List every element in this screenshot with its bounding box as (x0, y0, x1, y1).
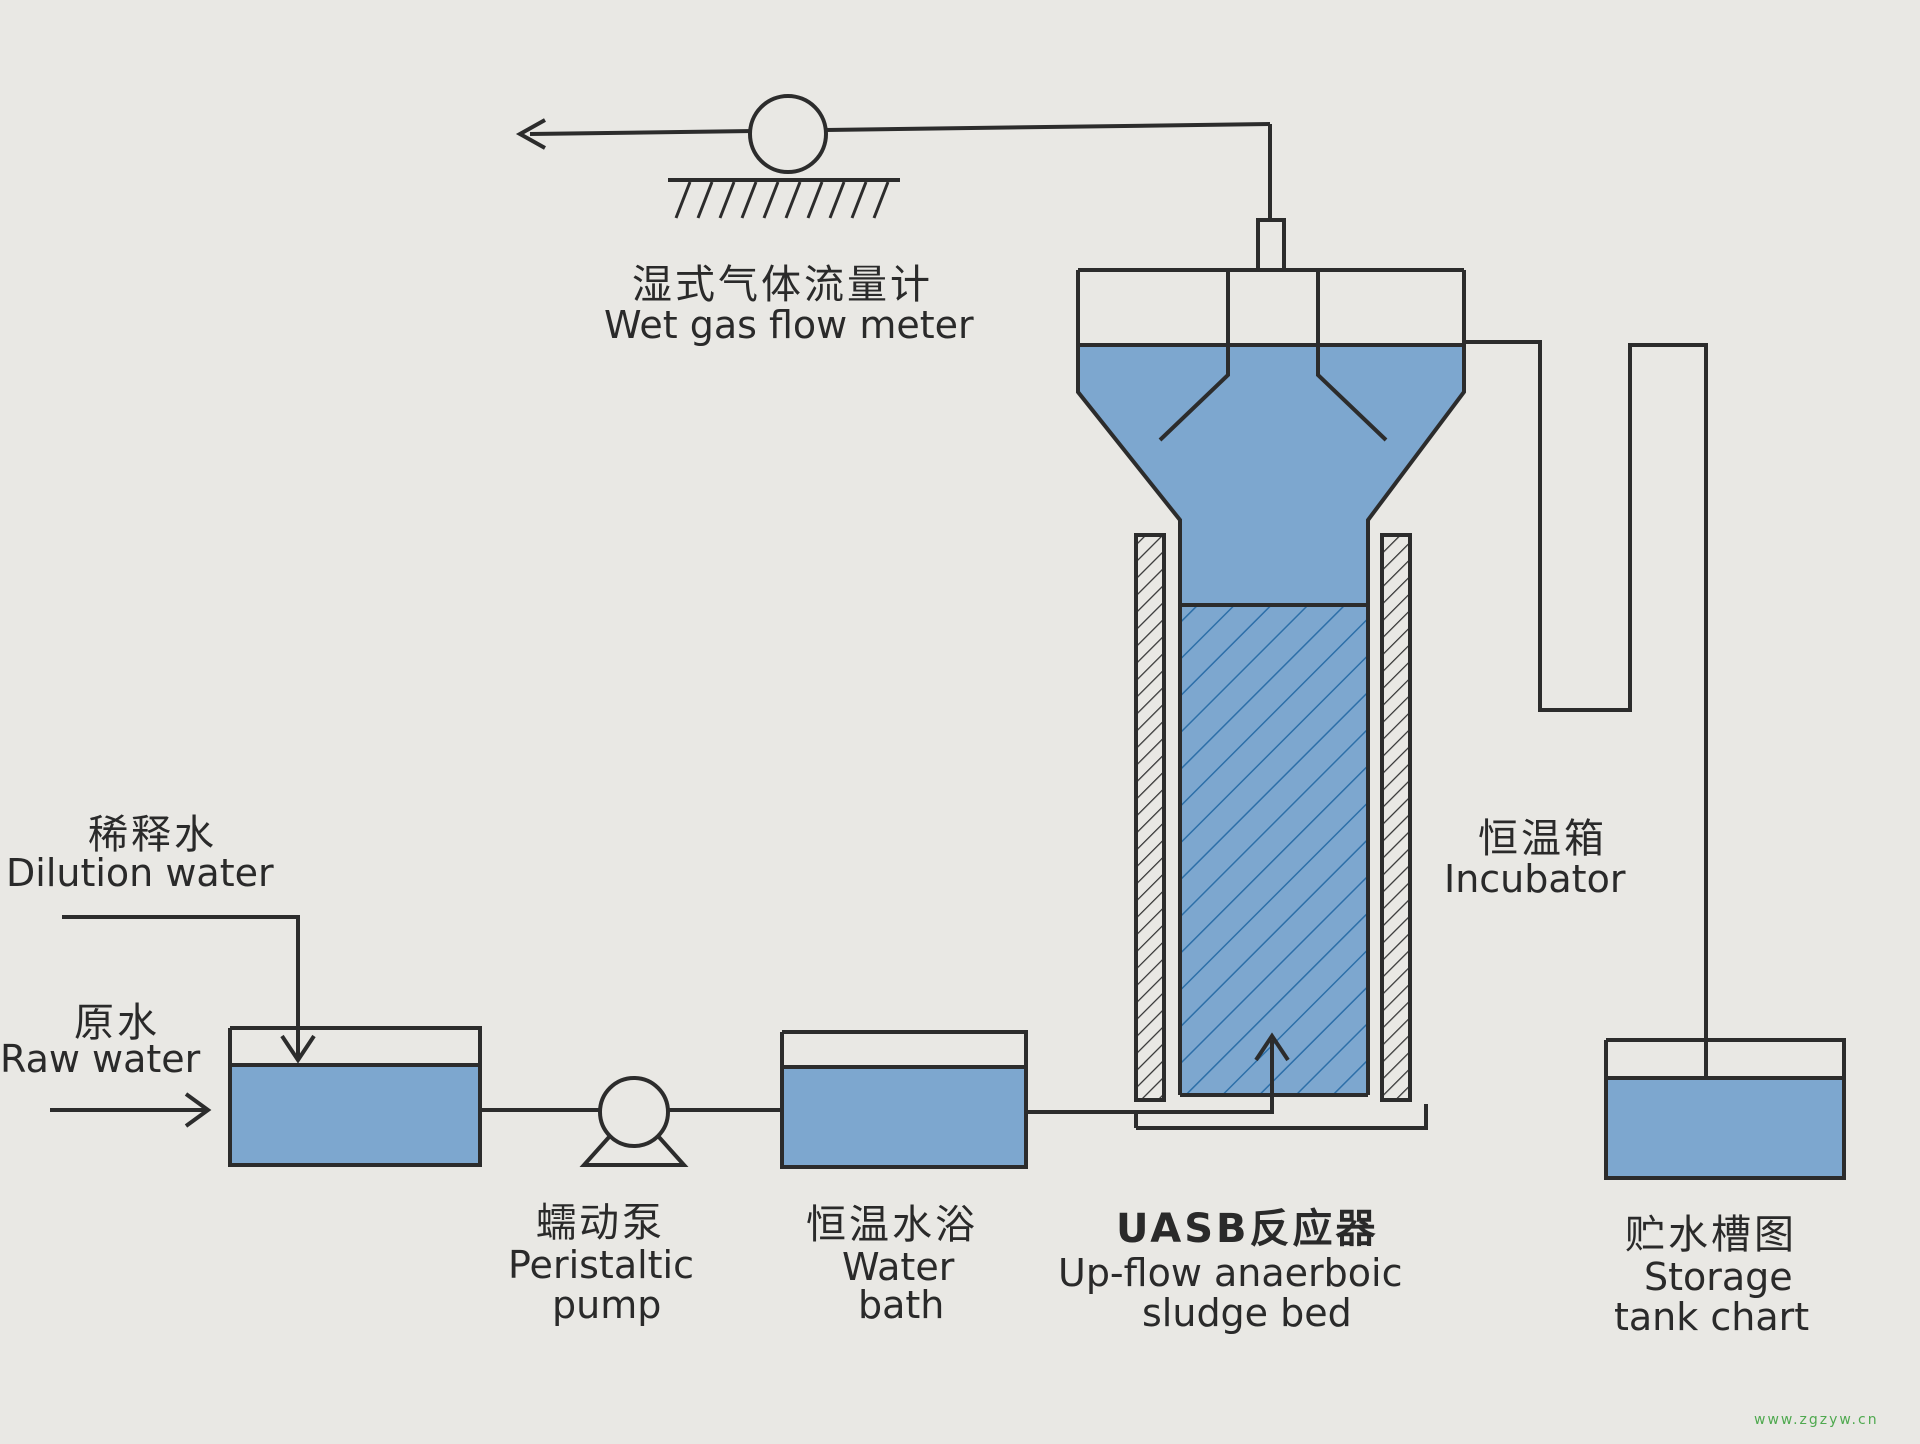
ground-hatch-icon (674, 181, 890, 219)
water-bath (780, 1030, 1040, 1169)
incubator-label-zh: 恒温箱 (1478, 816, 1607, 862)
pump-icon (598, 1076, 670, 1148)
storage-label-zh: 贮水槽图 (1625, 1212, 1797, 1258)
raw-label-zh: 原水 (74, 1000, 160, 1046)
heating-jacket-left (1134, 533, 1166, 1102)
pump-label-en1: Peristaltic (508, 1243, 694, 1287)
bath-label-zh: 恒温水浴 (806, 1202, 978, 1248)
uasb-label-en2: sludge bed (1142, 1291, 1352, 1335)
gas-meter-label-zh: 湿式气体流量计 (632, 262, 933, 308)
wet-gas-flow-meter (515, 94, 1272, 220)
watermark-text: www.zgzyw.cn (1754, 1412, 1879, 1428)
uasb-label-zh: UASB反应器 (1116, 1206, 1379, 1252)
pump-label-zh: 蠕动泵 (536, 1200, 665, 1246)
flow-meter-drum-icon (748, 94, 828, 174)
upflow-arrow-icon (1254, 1032, 1290, 1062)
gas-meter-label-en: Wet gas flow meter (604, 303, 974, 347)
dilution-arrow-icon (280, 1034, 316, 1064)
storage-tank (1604, 1038, 1846, 1180)
raw-water-arrow-icon (184, 1092, 212, 1128)
uasb-label-en1: Up-flow anaerboic (1058, 1251, 1402, 1295)
peristaltic-pump (480, 1076, 782, 1167)
distribution-channel (50, 915, 482, 1167)
raw-label-en: Raw water (0, 1037, 201, 1081)
bath-label-en2: bath (858, 1283, 944, 1327)
storage-label-en1: Storage (1644, 1255, 1793, 1299)
dilution-label-zh: 稀释水 (88, 812, 217, 858)
incubator-label-en: Incubator (1444, 857, 1626, 901)
sludge-bed (1180, 605, 1368, 1095)
uasb-reactor (1028, 218, 1708, 1130)
heating-jacket-right (1380, 533, 1412, 1102)
pump-label-en2: pump (552, 1283, 661, 1327)
dilution-label-en: Dilution water (6, 851, 274, 895)
bath-label-en1: Water (842, 1245, 955, 1289)
storage-label-en2: tank chart (1614, 1295, 1809, 1339)
